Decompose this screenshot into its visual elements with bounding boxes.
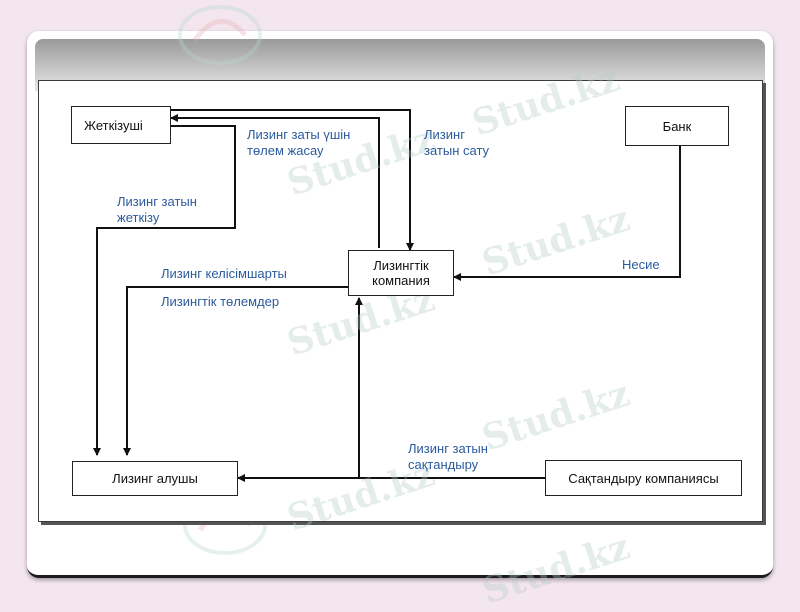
- label-payments: Лизингтік төлемдер: [161, 294, 280, 309]
- node-leasing-company-label-1: Лизингтік: [373, 258, 429, 273]
- node-supplier-label: Жеткізуші: [84, 117, 143, 133]
- label-delivery-line1: Лизинг затын: [117, 194, 197, 209]
- arrow-contract: [123, 286, 348, 456]
- label-credit: Несие: [622, 257, 660, 272]
- label-insure: Лизинг затын сақтандыру: [408, 441, 488, 473]
- label-insure-line2: сақтандыру: [408, 457, 479, 472]
- label-payment-line1: Лизинг заты үшін: [247, 127, 351, 142]
- label-sale-line2: затын сату: [424, 143, 490, 158]
- node-lessee: Лизинг алушы: [72, 461, 238, 496]
- label-delivery: Лизинг затын жеткізу: [117, 194, 197, 226]
- diagram-panel: [38, 80, 763, 522]
- label-payment: Лизинг заты үшін төлем жасау: [247, 127, 350, 159]
- node-insurance-label: Сақтандыру компаниясы: [568, 470, 719, 486]
- label-insure-line1: Лизинг затын: [408, 441, 488, 456]
- node-leasing-company-label-2: компания: [372, 273, 430, 288]
- node-supplier: Жеткізуші: [71, 106, 171, 144]
- node-bank-label: Банк: [662, 118, 692, 134]
- label-sale: Лизинг затын сату: [424, 127, 489, 159]
- label-sale-line1: Лизинг: [424, 127, 465, 142]
- label-payment-line2: төлем жасау: [247, 143, 324, 158]
- arrow-credit: [453, 146, 681, 281]
- arrow-payment: [170, 114, 380, 248]
- node-lessee-label: Лизинг алушы: [112, 471, 198, 486]
- arrow-delivery: [93, 125, 236, 456]
- node-leasing-company: Лизингтік компания: [348, 250, 454, 296]
- arrow-sale: [171, 109, 414, 251]
- label-contract: Лизинг келісімшарты: [161, 266, 287, 281]
- label-delivery-line2: жеткізу: [117, 210, 160, 225]
- node-insurance: Сақтандыру компаниясы: [545, 460, 742, 496]
- node-bank: Банк: [625, 106, 729, 146]
